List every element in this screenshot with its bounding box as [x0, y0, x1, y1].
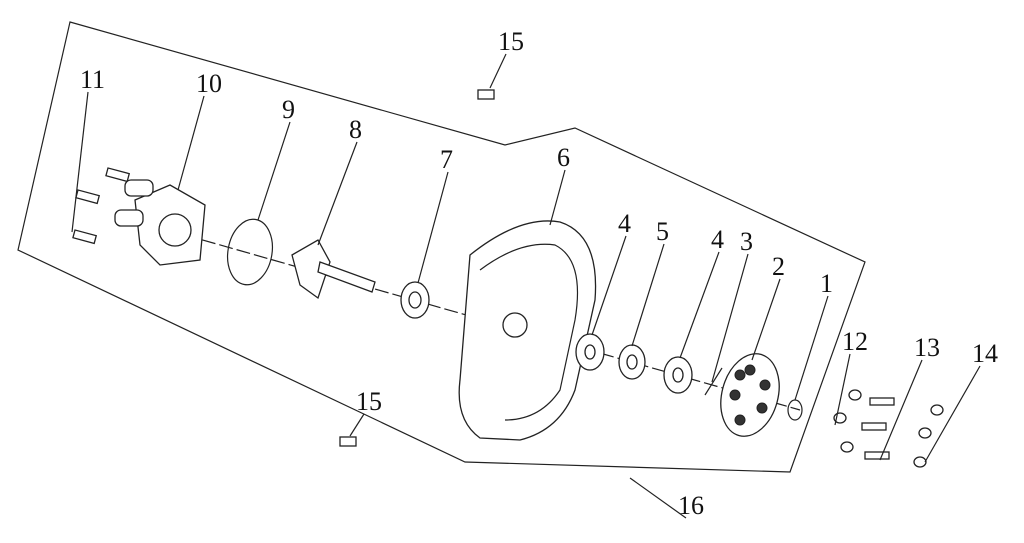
- part-seal-7: [400, 281, 430, 319]
- leader-line: [549, 169, 566, 226]
- part-pin-3: [704, 367, 723, 396]
- callout-label: 5: [656, 217, 669, 246]
- leader-line: [879, 359, 923, 461]
- leader-line: [751, 278, 781, 361]
- part-impeller-shaft-8: [291, 239, 376, 300]
- part-bearing-4a: [575, 333, 605, 371]
- callout-label: 7: [440, 145, 453, 174]
- callout-label: 4: [711, 225, 724, 254]
- callout-label: 1: [820, 269, 833, 298]
- part-screw-15a: [477, 89, 495, 100]
- leader-line: [794, 295, 829, 401]
- callout-label: 8: [349, 115, 362, 144]
- leader-line: [177, 95, 205, 191]
- part-washers-14: [913, 404, 944, 468]
- part-bearing-4b: [663, 356, 693, 394]
- callout-label: 13: [914, 333, 940, 362]
- leader-line: [711, 253, 749, 383]
- part-bolts-13: [861, 397, 895, 460]
- part-screws-11: [72, 167, 131, 245]
- callout-label: 3: [740, 227, 753, 256]
- leader-line: [317, 141, 358, 246]
- callout-label: 6: [557, 143, 570, 172]
- part-nuts-12: [833, 389, 862, 453]
- leader-line: [629, 477, 687, 519]
- part-gear-2: [720, 353, 780, 437]
- leader-line: [631, 243, 665, 347]
- leader-line: [349, 413, 365, 437]
- callout-label: 15: [356, 387, 382, 416]
- callout-label: 12: [842, 327, 868, 356]
- part-screw-15b: [339, 436, 357, 447]
- leader-line: [489, 53, 507, 89]
- leader-line: [417, 171, 449, 284]
- part-pump-cover-10: [114, 179, 206, 266]
- part-housing-6: [458, 220, 597, 441]
- assembly-outline: [17, 21, 866, 473]
- callout-label: 11: [80, 65, 105, 94]
- part-washer-5: [618, 344, 646, 380]
- callout-label: 9: [282, 95, 295, 124]
- leader-line: [679, 251, 720, 359]
- callout-label: 15: [498, 27, 524, 56]
- callout-label: 16: [678, 491, 704, 520]
- leader-line: [591, 235, 627, 336]
- leader-line: [834, 353, 851, 426]
- callout-label: 10: [196, 69, 222, 98]
- callout-label: 2: [772, 252, 785, 281]
- leader-line: [71, 91, 89, 233]
- part-o-ring-9: [226, 218, 274, 286]
- callout-label: 14: [972, 339, 998, 368]
- leader-line: [924, 365, 981, 463]
- callout-label: 4: [618, 209, 631, 238]
- leader-line: [257, 121, 291, 221]
